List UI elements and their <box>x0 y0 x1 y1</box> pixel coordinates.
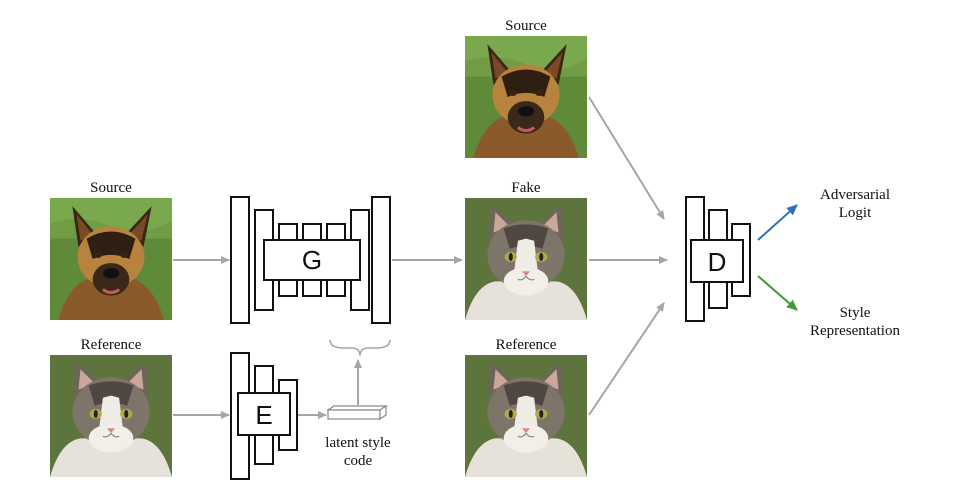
arrow-source-to-d <box>588 96 665 220</box>
style-representation-line1: Style <box>839 305 871 321</box>
latent-style-code-label: latent style code <box>310 434 406 470</box>
source-dog-image-top <box>465 36 587 158</box>
discriminator-block <box>685 196 751 322</box>
latent-style-code-box <box>326 404 388 421</box>
latent-style-code-line1: latent style <box>325 435 391 451</box>
gray-arrows <box>173 96 668 419</box>
style-representation-line2: Representation <box>810 323 900 339</box>
generator-block <box>230 196 391 324</box>
reference-label-right: Reference <box>495 337 557 353</box>
discriminator-label: D <box>708 247 727 277</box>
adversarial-logit-line1: Adversarial <box>820 187 890 203</box>
reference-cat-image-left <box>50 355 172 477</box>
fake-label: Fake <box>511 180 541 196</box>
source-label-left: Source <box>90 180 132 196</box>
encoder-label: E <box>255 400 272 430</box>
latent-brace <box>329 339 391 357</box>
source-label-top: Source <box>505 18 547 34</box>
adversarial-logit-label: Adversarial Logit <box>790 186 920 222</box>
reference-label-left: Reference <box>80 337 142 353</box>
source-dog-image-left <box>50 198 172 320</box>
adversarial-logit-line2: Logit <box>838 205 872 221</box>
arrow-to-adversarial-logit <box>757 204 798 241</box>
latent-style-code-line2: code <box>343 453 373 469</box>
reference-cat-image-right <box>465 355 587 477</box>
arrow-reference-to-d <box>588 302 665 416</box>
arrow-to-style-representation <box>757 275 798 311</box>
fake-cat-image <box>465 198 587 320</box>
encoder-block <box>230 352 298 480</box>
style-representation-label: Style Representation <box>790 304 920 340</box>
generator-label: G <box>302 245 322 275</box>
